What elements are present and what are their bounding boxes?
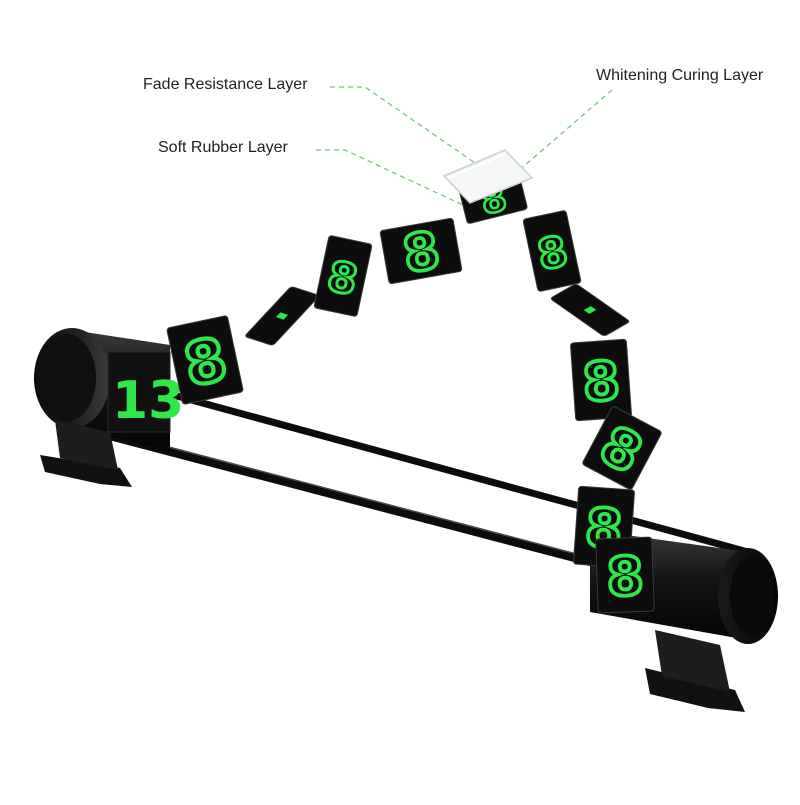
whitening-curing-label: Whitening Curing Layer bbox=[596, 67, 764, 84]
exploded-layers bbox=[442, 149, 534, 204]
flip-tile: 8 bbox=[313, 235, 373, 317]
soft-rubber-leader bbox=[316, 149, 479, 213]
flip-tile: 8 bbox=[595, 536, 655, 614]
flip-tile: 8 bbox=[379, 217, 463, 287]
flip-tile-edge-mark bbox=[583, 306, 597, 314]
flip-tile-edge-mark bbox=[275, 312, 289, 320]
flip-tile bbox=[550, 284, 630, 336]
flip-tile-digit: 8 bbox=[581, 350, 622, 414]
flip-tile bbox=[245, 286, 319, 346]
fade-resistance-leader bbox=[330, 86, 479, 166]
soft-rubber-label: Soft Rubber Layer bbox=[158, 139, 288, 156]
left-foot bbox=[40, 455, 132, 487]
flip-tile-digit: 8 bbox=[605, 545, 644, 608]
fade-resistance-label: Fade Resistance Layer bbox=[143, 76, 308, 93]
flip-tile: 8 bbox=[166, 315, 244, 405]
flip-tile: 8 bbox=[522, 210, 582, 292]
number-display-left: 13 bbox=[107, 351, 184, 433]
visible-number-text: 13 bbox=[112, 371, 184, 431]
transparent-layer bbox=[442, 149, 534, 204]
flip-tile: 8 bbox=[570, 338, 632, 422]
right-foot bbox=[645, 668, 745, 712]
